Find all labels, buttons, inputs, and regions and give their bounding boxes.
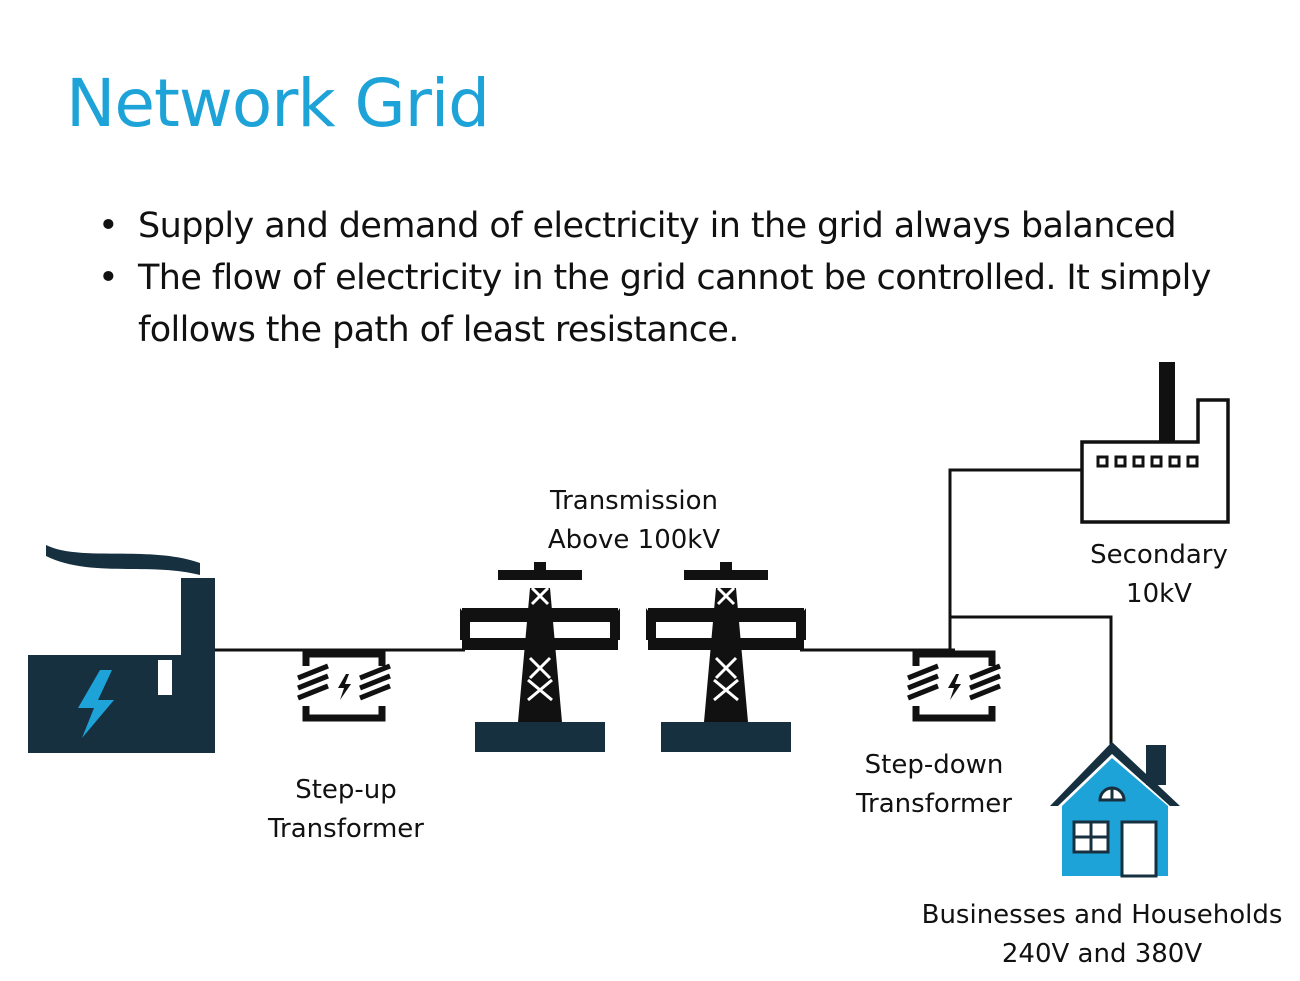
secondary-label-line1: Secondary	[1090, 540, 1228, 570]
transmission-label-line1: Transmission	[549, 486, 718, 516]
bullet-item: Supply and demand of electricity in the …	[98, 200, 1238, 252]
bullet-list: Supply and demand of electricity in the …	[98, 200, 1238, 356]
bullet-item: The flow of electricity in the grid cann…	[98, 252, 1238, 356]
lightning-bolt-icon	[78, 670, 114, 738]
line-to-house	[950, 615, 1113, 745]
consumers-label-line1: Businesses and Households	[922, 900, 1283, 930]
step-down-label-line1: Step-down	[865, 750, 1004, 780]
secondary-label-line2: 10kV	[1126, 579, 1192, 609]
power-lines	[205, 468, 1113, 745]
step-up-label-line1: Step-up	[295, 775, 397, 805]
slide-title: Network Grid	[66, 65, 490, 142]
consumers-label-line2: 240V and 380V	[1002, 939, 1202, 969]
transmission-tower-icon	[646, 562, 806, 752]
house-icon	[1050, 742, 1180, 878]
line-to-factory	[948, 468, 1082, 650]
transmission-label-line2: Above 100kV	[548, 525, 721, 555]
step-down-label-line2: Transformer	[855, 789, 1012, 819]
power-plant-icon	[28, 545, 215, 753]
step-up-label-line2: Transformer	[267, 814, 424, 844]
step-down-transformer-icon	[907, 650, 1001, 722]
step-up-transformer-icon	[297, 650, 391, 722]
transmission-tower-icon	[460, 562, 620, 752]
factory-icon	[1080, 362, 1230, 524]
